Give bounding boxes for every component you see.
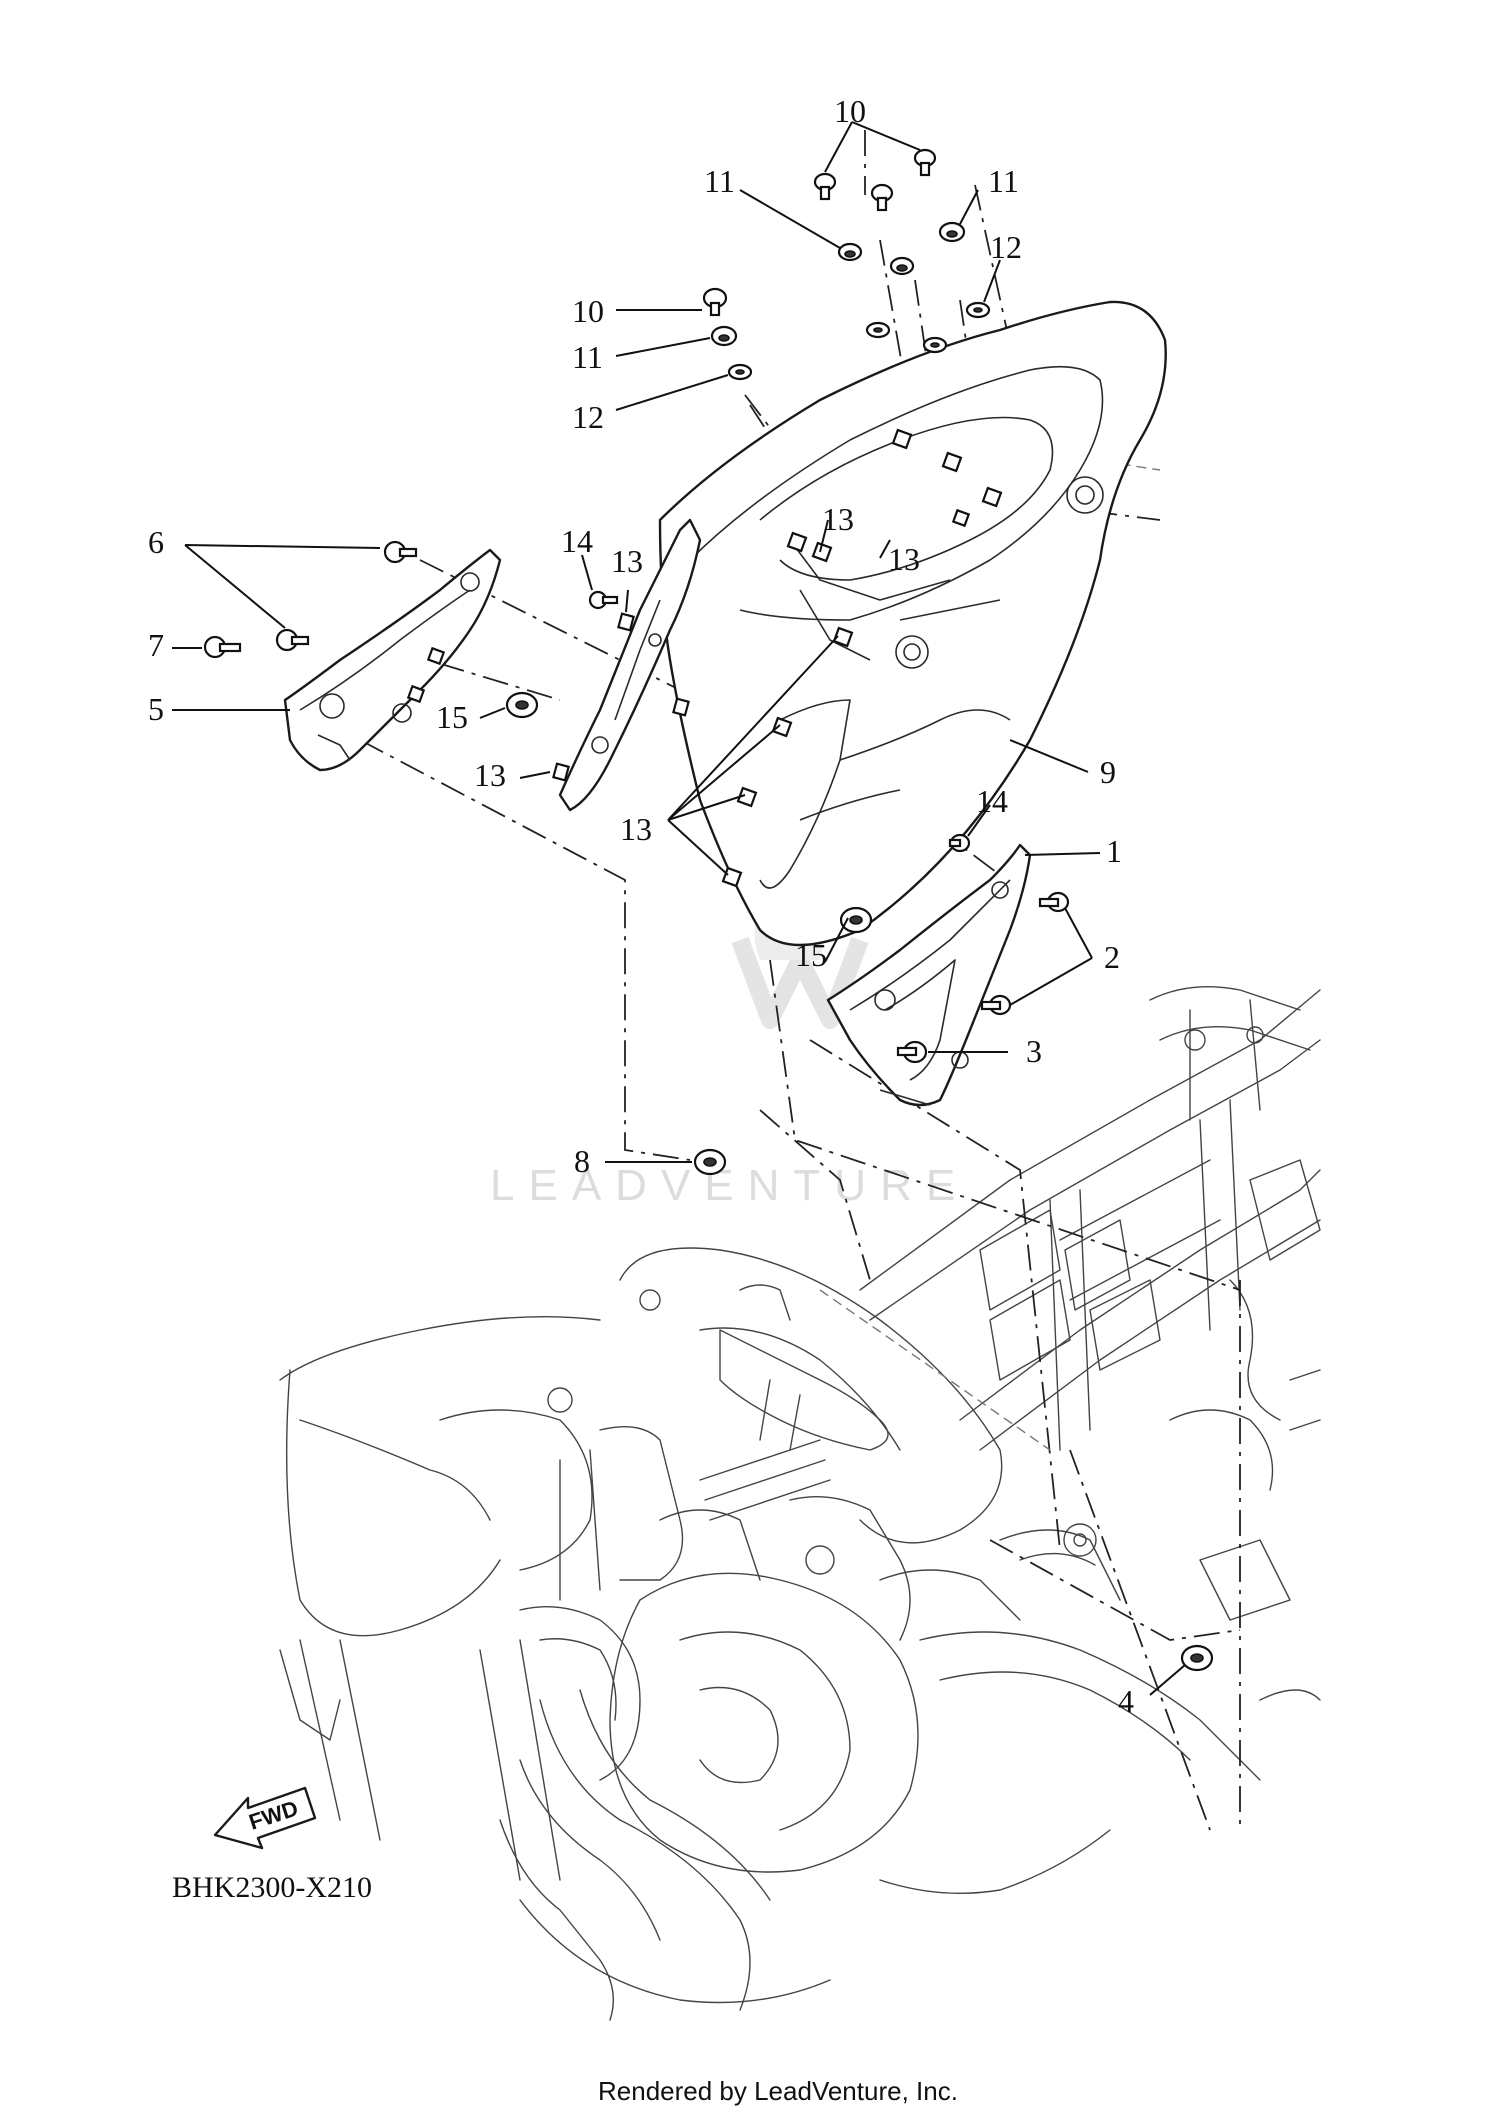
callout-13: 13: [620, 811, 652, 847]
callout-10: 10: [572, 293, 604, 329]
callout-11: 11: [988, 163, 1019, 199]
callout-14: 14: [976, 783, 1008, 819]
callout-3: 3: [1026, 1033, 1042, 1069]
callout-8: 8: [574, 1143, 590, 1179]
callout-11: 11: [704, 163, 735, 199]
callout-15: 15: [436, 699, 468, 735]
callout-12: 12: [572, 399, 604, 435]
right-side-cover-part-1[interactable]: [826, 843, 1032, 1107]
callout-7: 7: [148, 627, 164, 663]
callout-6: 6: [148, 524, 164, 560]
callout-15: 15: [795, 937, 827, 973]
callout-13: 13: [888, 541, 920, 577]
motorcycle-frame-outline: [279, 986, 1321, 2021]
callout-2: 2: [1104, 939, 1120, 975]
collar-part-11[interactable]: [710, 221, 966, 347]
grommet-part-8[interactable]: [693, 1148, 727, 1176]
callout-13: 13: [474, 757, 506, 793]
callout-10: 10: [834, 93, 866, 129]
clip-part-13[interactable]: [552, 612, 690, 782]
callout-11: 11: [572, 339, 603, 375]
grommet-part-4[interactable]: [1180, 1644, 1214, 1672]
leader-lines: [172, 121, 1186, 1696]
screw-part-14[interactable]: [588, 590, 971, 853]
footer-credit: Rendered by LeadVenture, Inc.: [598, 2076, 958, 2106]
callout-labels: 10 11 11 12 10 11 12 14 13 13 13 6 7 5 1…: [148, 93, 1134, 1719]
screw-part-7[interactable]: [203, 635, 242, 659]
watermark-text: LEADVENTURE: [490, 1161, 969, 1210]
screw-part-10[interactable]: [702, 148, 937, 317]
callout-12: 12: [990, 229, 1022, 265]
diagram-code: BHK2300-X210: [172, 1871, 372, 1904]
callout-13: 13: [822, 501, 854, 537]
screw-part-2[interactable]: [980, 891, 1070, 1016]
callout-13: 13: [611, 543, 643, 579]
grommet-part-15[interactable]: [505, 691, 873, 934]
callout-5: 5: [148, 691, 164, 727]
left-side-cover-part-5[interactable]: [283, 548, 502, 772]
screw-part-6[interactable]: [275, 540, 418, 652]
callout-1: 1: [1106, 833, 1122, 869]
rear-cowl-part-9[interactable]: [658, 300, 1167, 947]
callout-9: 9: [1100, 754, 1116, 790]
screw-part-3[interactable]: [896, 1040, 928, 1064]
hardware[interactable]: [203, 148, 1214, 1672]
left-inner-bracket[interactable]: [558, 518, 702, 812]
forward-arrow: FWD: [213, 1786, 317, 1850]
callout-14: 14: [561, 523, 593, 559]
washer-part-12[interactable]: [727, 301, 991, 381]
callout-4: 4: [1118, 1683, 1134, 1719]
